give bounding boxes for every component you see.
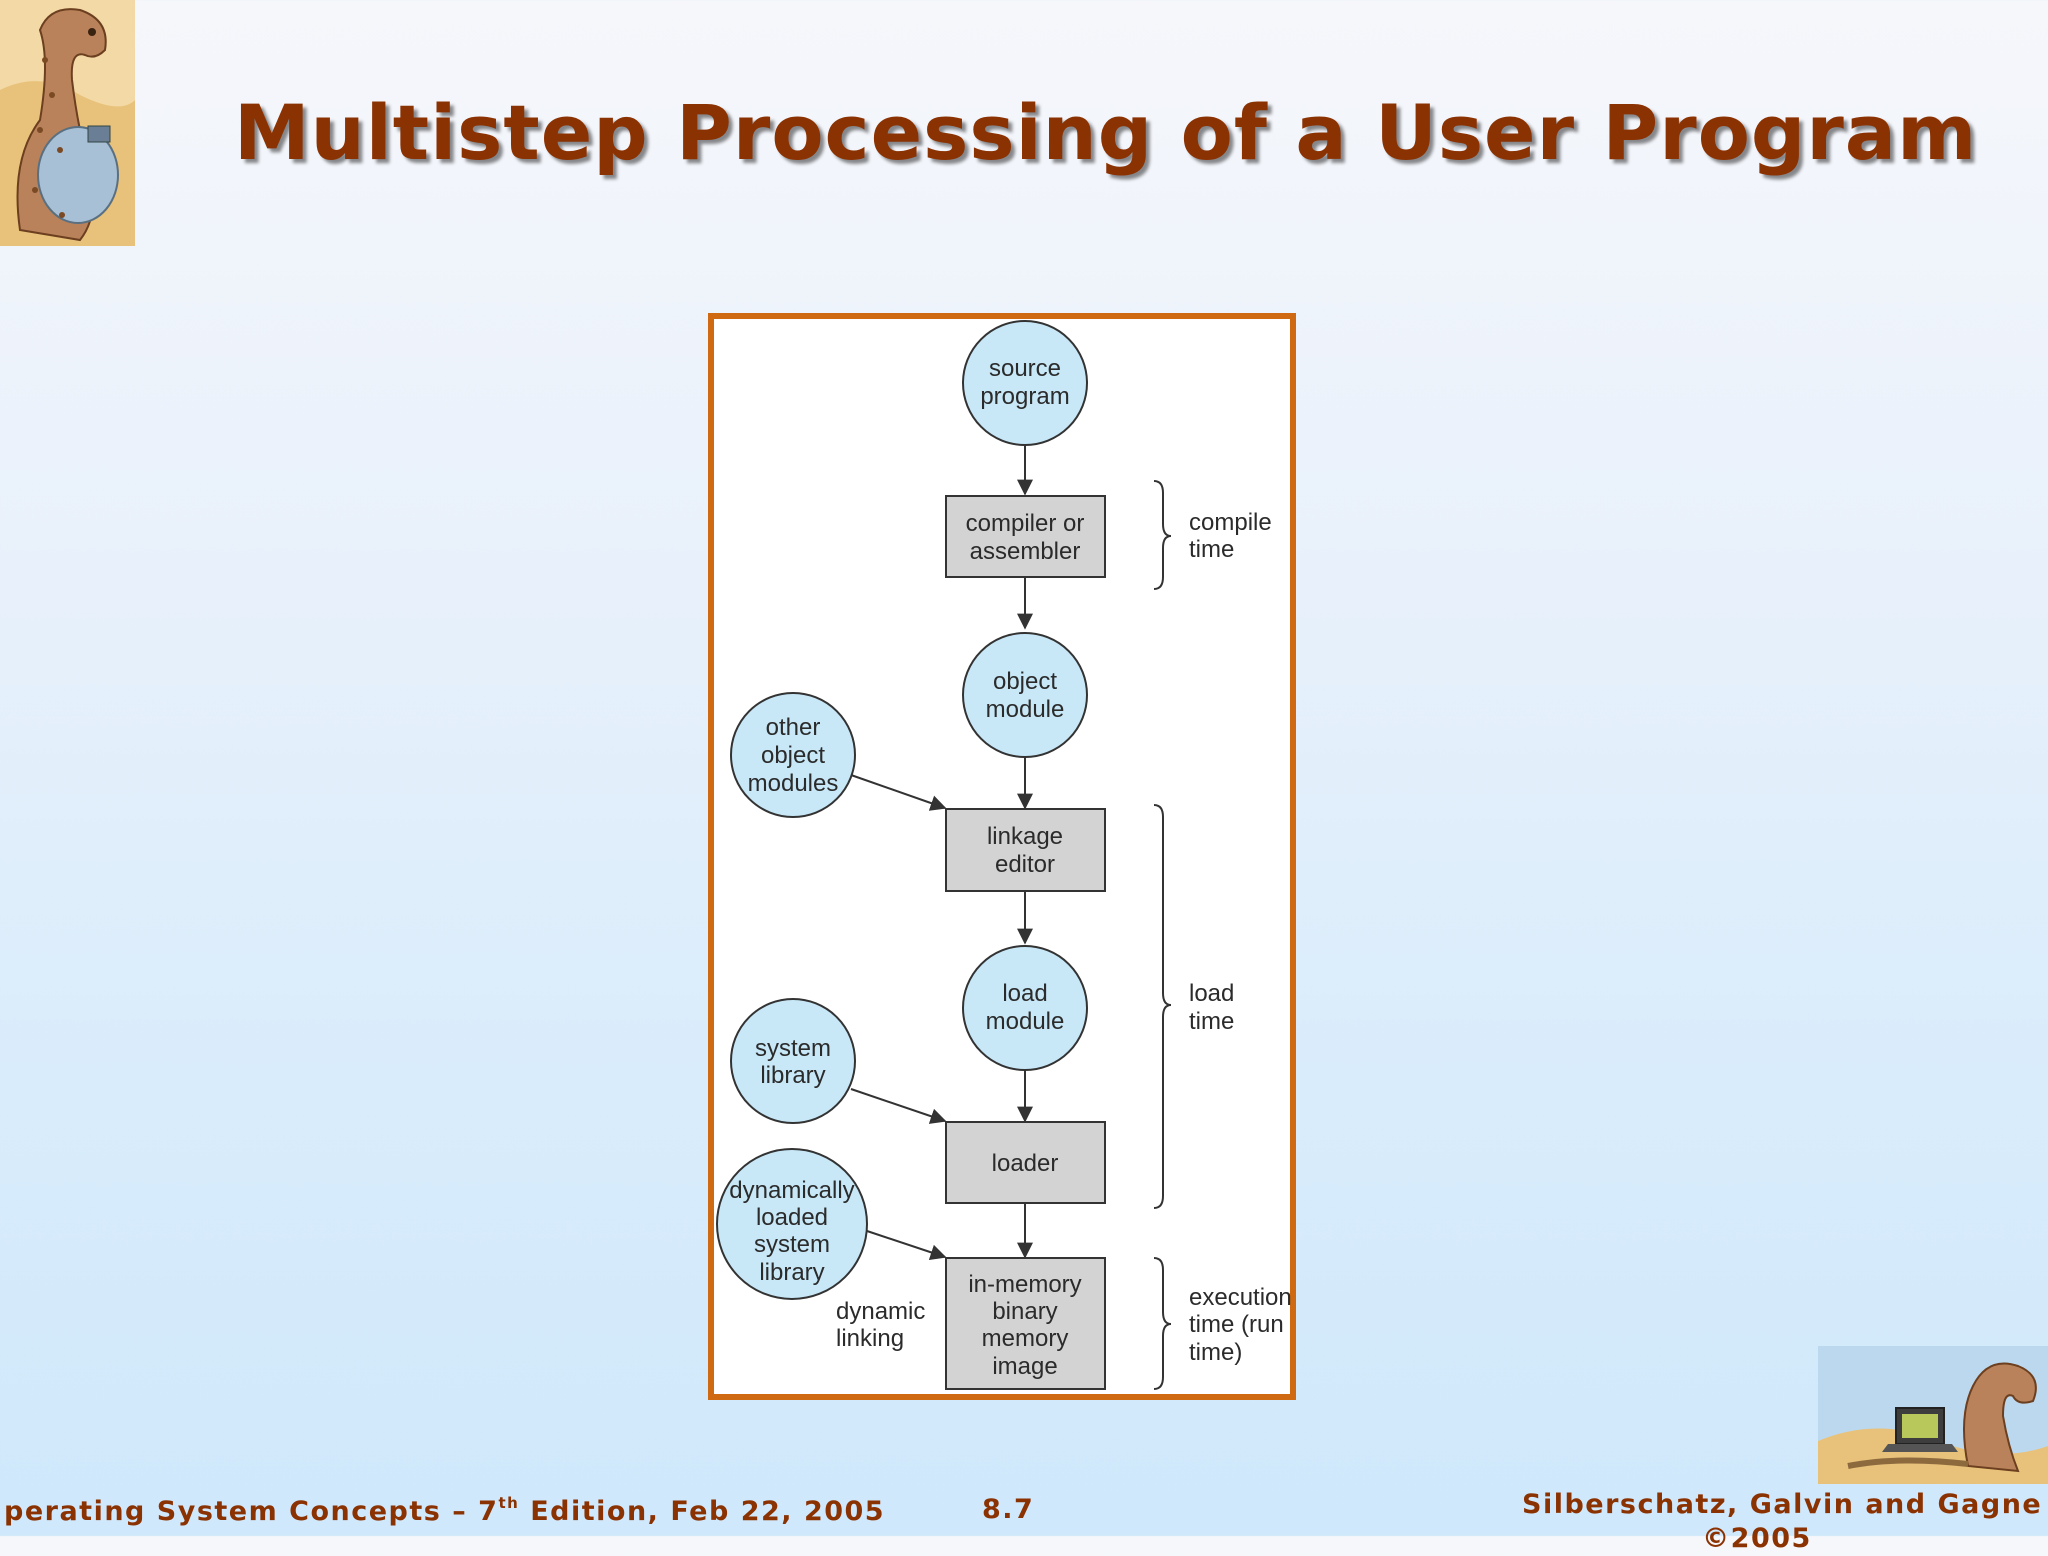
node-object-module-label-1: object (993, 668, 1057, 695)
footer-title-sup: th (498, 1494, 520, 1512)
execution-time-label-3: time) (1189, 1339, 1242, 1366)
dynamic-linking-label-2: linking (836, 1325, 904, 1352)
footer-authors-names: Silberschatz, Galvin and Gagne (1522, 1489, 2043, 1520)
node-source-program-label-2: program (980, 383, 1069, 410)
brace-execution-time (1153, 1257, 1172, 1390)
node-image-label-4: image (992, 1353, 1057, 1380)
arrow-dynlib-to-image (866, 1230, 947, 1261)
load-time-label-2: time (1189, 1008, 1234, 1035)
flow-arrows (850, 443, 1033, 1261)
node-linkage-label-2: editor (995, 851, 1055, 878)
slide-title: Multistep Processing of a User Program (234, 88, 1978, 177)
node-other-label-2: object (761, 742, 825, 769)
dinosaur-mascot-icon (0, 0, 135, 246)
footer-book-title: perating System Concepts – 7th Edition, … (4, 1494, 885, 1527)
node-load-module-label-1: load (1002, 980, 1047, 1007)
execution-time-label-2: time (run (1189, 1311, 1284, 1338)
node-linkage-editor: linkage editor (945, 808, 1106, 892)
arrow-other-to-linkage (850, 774, 947, 811)
node-source-program: source program (962, 320, 1088, 446)
dynamic-linking-label-1: dynamic (836, 1298, 925, 1325)
brace-load-time (1153, 804, 1172, 1209)
node-source-program-label-1: source (989, 355, 1061, 382)
node-dynlib-label-2: loaded (756, 1204, 828, 1231)
node-compiler-label-1: compiler or (966, 510, 1085, 537)
load-time-label-1: load (1189, 980, 1234, 1007)
node-loader-label: loader (992, 1150, 1059, 1177)
footer-authors-year: ©2005 (1702, 1523, 1812, 1554)
footer-authors: Silberschatz, Galvin and Gagne ©2005 (1522, 1488, 2043, 1554)
node-other-label-3: modules (748, 770, 839, 797)
node-compiler-label-2: assembler (970, 538, 1081, 565)
execution-time-label-1: execution (1189, 1284, 1292, 1311)
node-linkage-label-1: linkage (987, 823, 1063, 850)
node-in-memory-image: in-memory binary memory image (945, 1257, 1106, 1390)
node-image-label-3: memory (982, 1325, 1069, 1352)
footer-title-text: perating System Concepts – 7 (4, 1496, 499, 1527)
node-other-object-modules: other object modules (730, 692, 856, 818)
node-syslib-label-2: library (760, 1062, 825, 1089)
node-system-library: system library (730, 998, 856, 1124)
node-object-module: object module (962, 632, 1088, 758)
node-dynlib-label-4: library (759, 1259, 824, 1286)
arrow-syslib-to-loader (850, 1088, 947, 1124)
brace-compile-time (1153, 480, 1172, 590)
node-dynamic-library: dynamically loaded system library (716, 1148, 868, 1300)
node-object-module-label-2: module (986, 696, 1065, 723)
node-dynlib-label-3: system (754, 1231, 830, 1258)
page-number: 8.7 (982, 1494, 1035, 1525)
dinosaur-laptop-icon (1818, 1346, 2048, 1484)
node-loader: loader (945, 1121, 1106, 1204)
compile-time-label-2: time (1189, 536, 1234, 563)
node-compiler: compiler or assembler (945, 495, 1106, 578)
node-load-module-label-2: module (986, 1008, 1065, 1035)
compile-time-label-1: compile (1189, 509, 1272, 536)
node-other-label-1: other (766, 714, 821, 741)
time-braces (1153, 480, 1172, 1390)
node-syslib-label-1: system (755, 1035, 831, 1062)
node-load-module: load module (962, 945, 1088, 1071)
node-image-label-2: binary (992, 1298, 1057, 1325)
node-image-label-1: in-memory (968, 1271, 1081, 1298)
footer-title-edition: Edition, Feb 22, 2005 (519, 1496, 886, 1527)
node-dynlib-label-1: dynamically (729, 1177, 854, 1204)
